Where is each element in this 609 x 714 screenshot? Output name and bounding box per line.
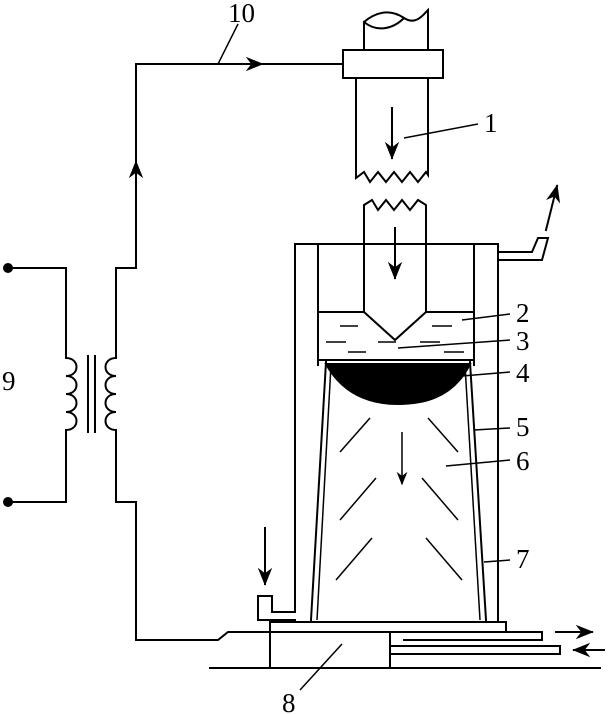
label-6: 6 <box>516 446 530 476</box>
leader-lines <box>217 23 511 691</box>
crystallizer <box>257 184 561 623</box>
electrode-lower-part <box>363 198 427 342</box>
transformer <box>3 263 137 507</box>
leader-7 <box>483 559 511 563</box>
leader-1 <box>403 123 479 139</box>
label-8: 8 <box>282 688 296 714</box>
mold-outer-wall <box>294 243 499 623</box>
electrode-clamp <box>342 49 444 79</box>
crystal-line <box>425 537 463 581</box>
base-plate-body <box>269 631 391 669</box>
mold-liner-left-inner <box>316 364 332 621</box>
base-water-channel-out <box>389 631 543 641</box>
crystal-line <box>339 417 371 453</box>
label-5: 5 <box>516 412 530 442</box>
leader-10 <box>217 23 239 65</box>
label-3: 3 <box>516 326 530 356</box>
secondary-lead-bottom <box>115 429 137 503</box>
primary-lead-top <box>7 267 67 359</box>
leader-6 <box>445 459 511 467</box>
leader-4 <box>461 371 511 377</box>
cable-upper <box>135 63 344 269</box>
label-7: 7 <box>516 544 530 574</box>
secondary-lead-top <box>115 267 137 359</box>
label-2: 2 <box>516 298 530 328</box>
label-9: 9 <box>2 366 16 396</box>
slag-bath <box>317 311 475 361</box>
metal-pool <box>324 363 472 406</box>
mold-liner-right-inner <box>464 364 481 621</box>
water-outlet-arrow <box>544 184 561 232</box>
water-outlet-pipe <box>497 237 550 261</box>
crystal-line <box>421 477 459 521</box>
primary-lead-bottom <box>7 429 67 503</box>
base-plate-top <box>269 621 507 633</box>
mold-liner-left <box>309 360 328 622</box>
primary-coil <box>64 356 78 432</box>
electrode-upper-part <box>355 77 429 184</box>
label-10: 10 <box>228 0 255 28</box>
label-1: 1 <box>484 108 498 138</box>
crystal-line <box>335 537 373 581</box>
leader-5 <box>473 427 511 431</box>
consumable-electrode <box>342 7 444 342</box>
label-4: 4 <box>516 358 530 388</box>
crystal-line <box>427 417 459 453</box>
secondary-coil <box>104 356 118 432</box>
electrode-holder-rod <box>363 7 429 51</box>
bottom-plate <box>209 621 605 669</box>
labels: 1 2 3 4 5 6 7 8 9 10 <box>2 0 530 714</box>
leader-2 <box>461 313 511 321</box>
ingot-crystals <box>335 417 463 581</box>
leader-8 <box>299 643 343 691</box>
power-cable <box>128 56 344 641</box>
water-inlet-pipe <box>257 595 296 621</box>
mold-liner-right <box>468 360 488 622</box>
base-water-channel-in <box>389 645 561 655</box>
cable-lower <box>135 501 271 641</box>
electrode-holder-rod-top <box>362 16 406 30</box>
leader-3 <box>397 339 511 349</box>
crystal-line <box>339 477 377 521</box>
